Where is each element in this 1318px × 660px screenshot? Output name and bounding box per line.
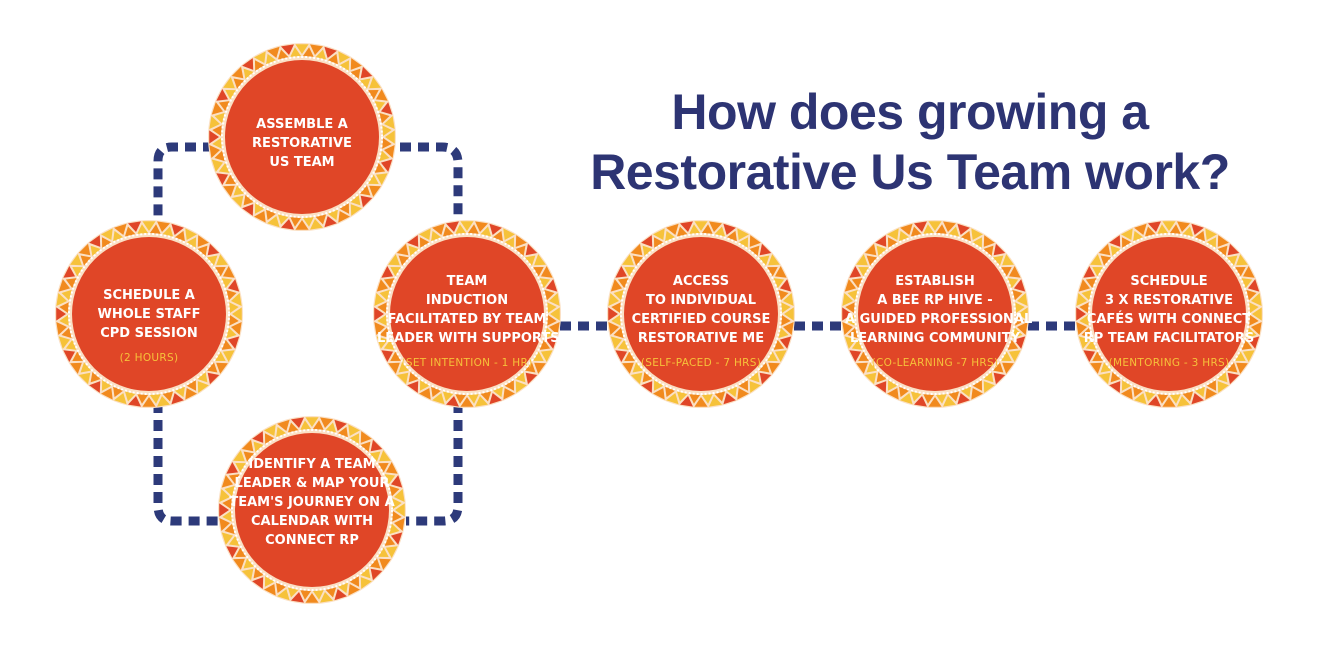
dotted-connector [400,142,463,226]
step-line: SCHEDULE [1130,274,1208,289]
step-circles [55,43,1263,604]
step-schedule-cpd: SCHEDULE A WHOLE STAFF CPD SESSION (2 HO… [59,286,239,368]
step-line: CAFÉS WITH CONNECT [1086,312,1252,327]
step-team-induction: TEAM INDUCTION FACILITATED BY TEAM LEADE… [377,272,560,373]
step-line: CALENDAR WITH [251,514,373,529]
step-duration: (CO-LEARNING -7 HRS) [871,357,999,369]
step-line: TEAM'S JOURNEY ON A [229,495,395,510]
title-line-1: How does growing a [671,84,1149,140]
step-circle-schedule_cpd [55,220,243,408]
step-line: WHOLE STAFF [97,307,201,322]
step-line: SCHEDULE A [103,288,195,303]
step-line: IDENTIFY A TEAM [248,457,376,472]
step-line: A BEE RP HIVE - [877,293,993,308]
step-duration: (SELF-PACED - 7 HRS) [640,357,762,369]
step-line: RP TEAM FACILITATORS [1083,331,1255,346]
step-line: LEADER WITH SUPPORTS [377,331,560,346]
step-duration: (2 HOURS) [119,352,179,364]
dotted-connectors [153,142,1078,526]
step-line: ASSEMBLE A [256,117,348,132]
step-restorative-cafes: SCHEDULE 3 X RESTORATIVE CAFÉS WITH CONN… [1079,272,1259,373]
step-duration: (SET INTENTION - 1 HR) [401,357,533,369]
step-line: CONNECT RP [265,533,359,548]
step-line: INDUCTION [425,293,509,308]
step-line: FACILITATED BY TEAM [387,312,547,327]
step-line: CERTIFIED COURSE [631,312,771,327]
step-assemble-team: ASSEMBLE A RESTORATIVE US TEAM [212,115,392,172]
step-line: US TEAM [269,155,335,170]
step-line: A GUIDED PROFESSIONAL [845,312,1033,327]
step-circle-identify [218,416,406,604]
dotted-connector [153,142,232,226]
step-establish-hive: ESTABLISH A BEE RP HIVE - A GUIDED PROFE… [845,272,1033,373]
step-line: ACCESS [672,274,730,289]
title-line-2: Restorative Us Team work? [590,144,1230,200]
step-circle-assemble [208,43,396,231]
step-line: ESTABLISH [895,274,975,289]
step-circle-establish [841,220,1029,408]
dotted-connector [153,402,220,526]
step-line: TEAM [446,274,488,289]
step-line: 3 X RESTORATIVE [1104,293,1233,308]
step-duration: (MENTORING - 3 HRS) [1108,357,1230,369]
step-access-course: ACCESS TO INDIVIDUAL CERTIFIED COURSE RE… [611,272,791,373]
step-identify-leader: IDENTIFY A TEAM LEADER & MAP YOUR TEAM'S… [222,455,402,550]
step-line: RESTORATIVE [252,136,352,151]
step-line: LEADER & MAP YOUR [234,476,390,491]
step-line: CPD SESSION [100,326,198,341]
step-line: RESTORATIVE ME [637,331,765,346]
step-line: LEARNING COMMUNITY [849,331,1021,346]
dotted-connector [406,402,463,526]
step-circle-access [607,220,795,408]
page-title: How does growing a Restorative Us Team w… [540,82,1280,202]
step-circle-induction [373,220,561,408]
step-line: TO INDIVIDUAL [646,293,756,308]
step-circle-cafes [1075,220,1263,408]
